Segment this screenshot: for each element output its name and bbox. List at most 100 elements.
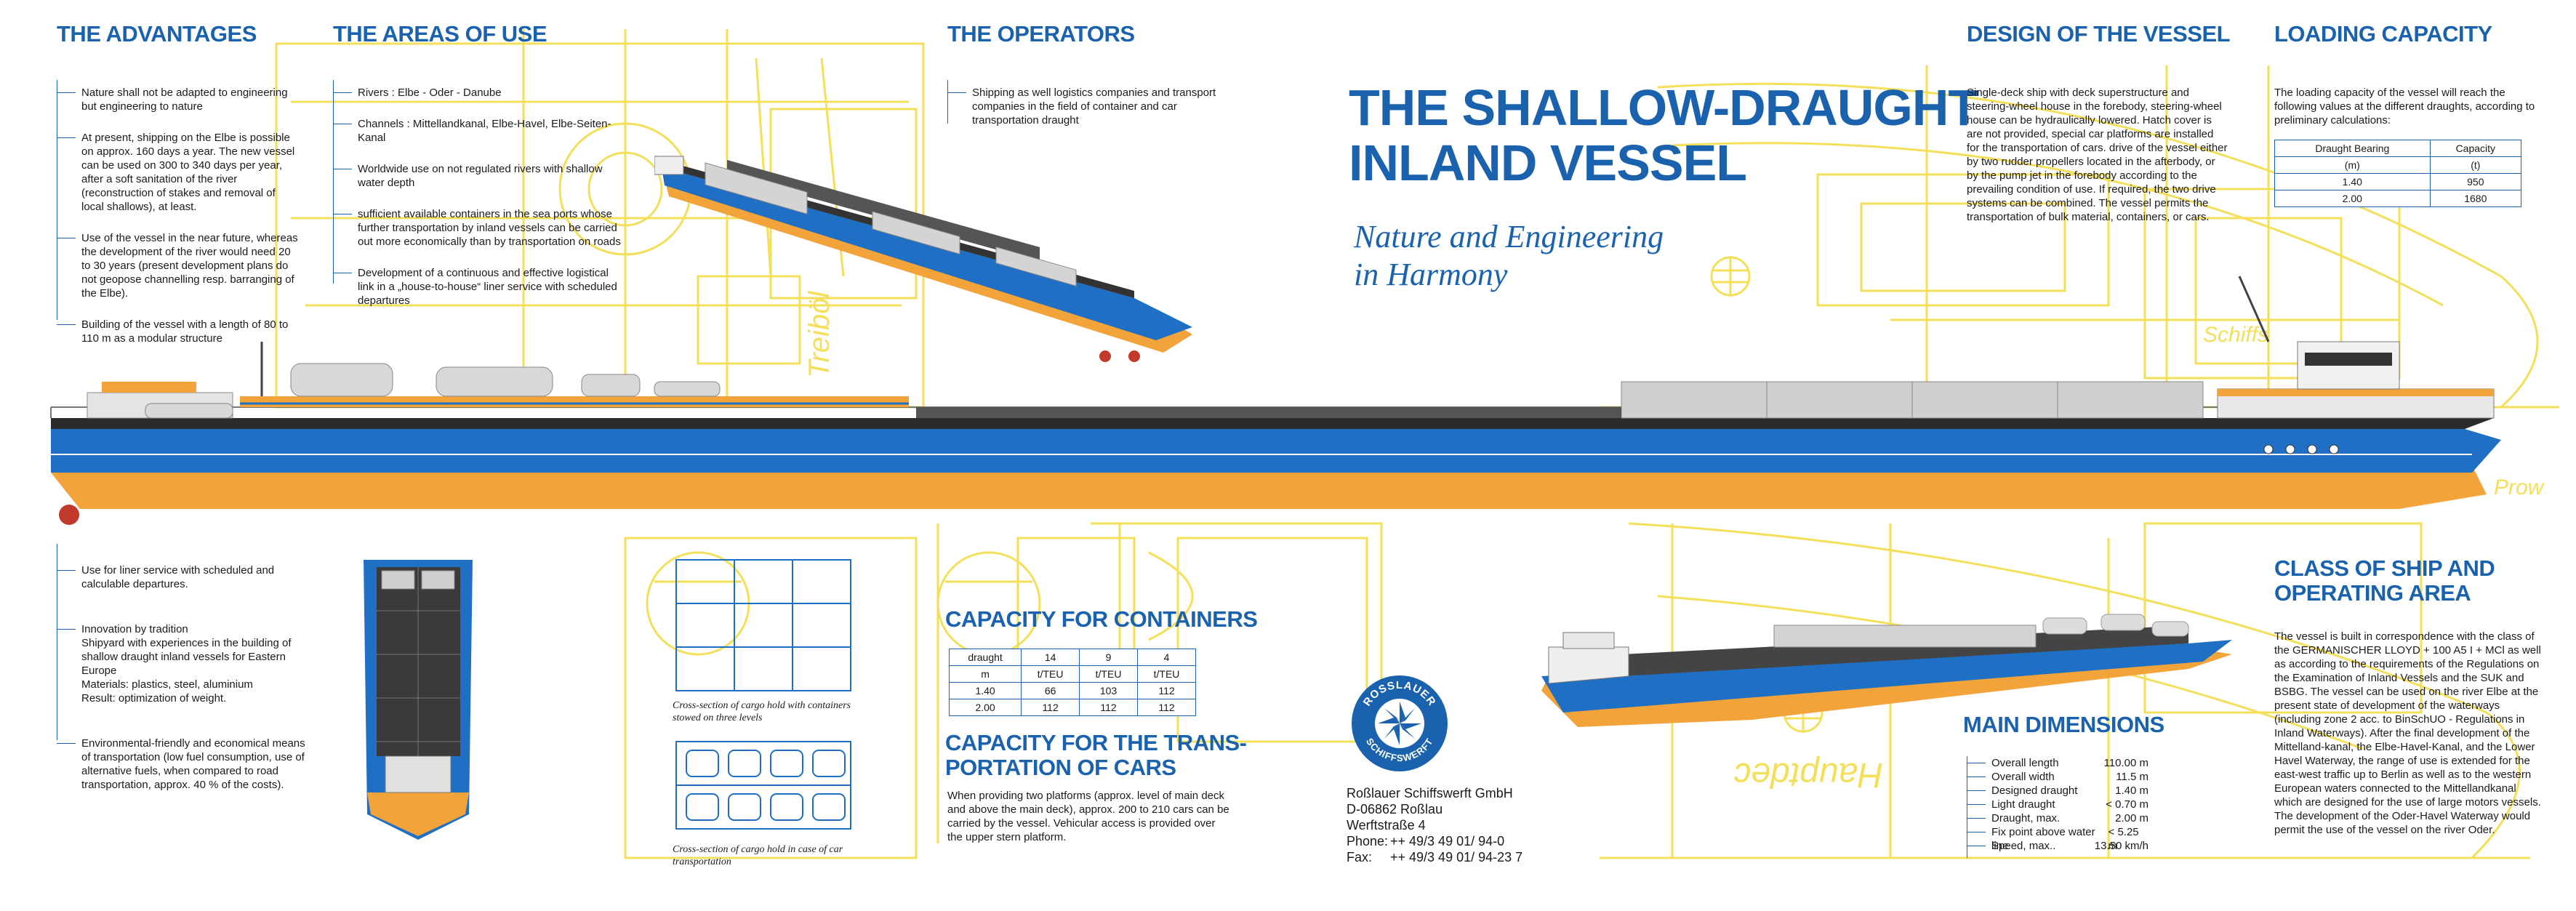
car-hold-section <box>675 741 851 830</box>
dimension-row: Speed, max..13.50 km/h <box>1967 839 2148 853</box>
blueprint-label-prow: Prow <box>2494 475 2545 499</box>
page-title: THE SHALLOW-DRAUGHT INLAND VESSEL <box>1349 80 1979 191</box>
advantage-item: Use of the vessel in the near future, wh… <box>57 231 300 300</box>
advantage-item: Environmental-friendly and economical me… <box>57 737 308 792</box>
loading-heading: LOADING CAPACITY <box>2274 21 2492 47</box>
dimension-label: Overall width <box>1991 771 2055 783</box>
table-row: m t/TEU t/TEU t/TEU <box>948 665 1196 683</box>
area-item: Worldwide use on not regulated rivers wi… <box>333 162 624 190</box>
dimension-label: Designed draught <box>1991 784 2078 797</box>
loading-col-draught: Draught Bearing <box>2274 140 2431 157</box>
loading-text: The loading capacity of the vessel will … <box>2274 87 2535 127</box>
phone-number: ++ 49/3 49 01/ 94-0 <box>1390 834 1505 848</box>
blueprint-label-schiffs: Schiffs <box>2203 323 2268 347</box>
advantage-item: Innovation by tradition Shipyard with ex… <box>57 622 308 705</box>
table-cell: 950 <box>2429 173 2522 190</box>
table-cell: 2.00 <box>948 699 1022 716</box>
subtitle-line-2: in Harmony <box>1354 257 1508 292</box>
blueprint-label-treibol: Treiböl <box>803 291 835 378</box>
table-cell: 112 <box>1079 699 1139 716</box>
loading-unit-draught: (m) <box>2274 156 2431 174</box>
class-heading-line-1: CLASS OF SHIP AND <box>2274 555 2495 581</box>
advantage-item: Building of the vessel with a length of … <box>57 318 300 345</box>
cars-heading-line-2: PORTATION OF CARS <box>945 755 1176 781</box>
company-street: Werftstraße 4 <box>1347 818 1426 832</box>
areas-list <box>333 80 625 284</box>
table-cell: 112 <box>1021 699 1080 716</box>
class-heading-line-2: OPERATING AREA <box>2274 580 2471 606</box>
table-cell: 1680 <box>2429 190 2522 207</box>
page-subtitle: Nature and Engineering in Harmony <box>1354 218 1664 294</box>
table-row: 2.00 1680 <box>2274 190 2522 207</box>
dimension-row: Fix point above water line < 5.25 m <box>1967 825 2148 852</box>
table-cell: 112 <box>1137 699 1196 716</box>
dimensions-list <box>1967 756 2149 858</box>
advantages-lower-list <box>57 544 308 740</box>
design-text: Single-deck ship with deck superstructur… <box>1967 87 2228 223</box>
table-cell: 1.40 <box>2274 173 2431 190</box>
fax-label: Fax: <box>1347 850 1373 864</box>
dimension-value: 11.5 m <box>2116 771 2148 783</box>
table-cell: 9 <box>1079 649 1139 666</box>
dimension-value: 110.00 m <box>2103 757 2148 769</box>
blueprint-label-hauptdec: Hauptdec <box>1734 755 1883 794</box>
dimension-value: < 0.70 m <box>2106 798 2148 811</box>
operators-list <box>947 80 1239 124</box>
table-cell: t/TEU <box>1021 665 1080 683</box>
table-row: 2.00 112 112 112 <box>948 699 1196 716</box>
company-logo: ROSSLAUER SCHIFFSWERFT <box>1352 675 1448 771</box>
dimension-row: Overall length 110.00 m <box>1967 756 2148 770</box>
container-hold-section <box>675 559 851 691</box>
class-heading: CLASS OF SHIP AND OPERATING AREA <box>2274 555 2495 606</box>
table-cell: 2.00 <box>2274 190 2431 207</box>
fax-number: ++ 49/3 49 01/ 94-23 7 <box>1390 850 1523 864</box>
phone-label: Phone: <box>1347 834 1389 848</box>
vessel-plan-view <box>364 560 473 840</box>
dimension-row: Designed draught 1.40 m <box>1967 784 2148 798</box>
advantages-list <box>57 80 301 320</box>
containers-table: draught 14 9 4 m t/TEU t/TEU t/TEU 1.40 … <box>948 649 1196 716</box>
subtitle-line-1: Nature and Engineering <box>1354 219 1664 254</box>
area-item: Development of a continuous and effectiv… <box>333 266 624 308</box>
table-cell: 112 <box>1137 682 1196 699</box>
design-heading: DESIGN OF THE VESSEL <box>1967 21 2231 47</box>
containers-heading: CAPACITY FOR CONTAINERS <box>945 606 1258 632</box>
title-line-2: INLAND VESSEL <box>1349 135 1747 191</box>
loading-unit-capacity: (t) <box>2429 156 2522 174</box>
dimension-row: Overall width 11.5 m <box>1967 770 2148 784</box>
company-contact: Roßlauer Schiffswerft GmbH D-06862 Roßla… <box>1347 785 1586 865</box>
operators-text: Shipping as well logistics companies and… <box>947 86 1238 127</box>
table-row: 1.40 950 <box>2274 173 2522 190</box>
dimension-value: 2.00 m <box>2115 812 2148 824</box>
operators-heading: THE OPERATORS <box>947 21 1135 47</box>
table-cell: t/TEU <box>1137 665 1196 683</box>
dimension-label: Overall length <box>1991 757 2059 769</box>
dimension-value: < 5.25 m <box>2108 826 2139 852</box>
dimension-row: Draught, max.2.00 m <box>1967 811 2148 825</box>
table-cell: 66 <box>1021 682 1080 699</box>
advantages-lower-items: Use for liner service with scheduled and… <box>57 550 308 823</box>
area-item: Channels : Mittellandkanal, Elbe-Havel, … <box>333 117 624 145</box>
dimensions-heading: MAIN DIMENSIONS <box>1963 712 2164 737</box>
advantage-item: Use for liner service with scheduled and… <box>57 563 308 591</box>
dimensions-table: Overall length 110.00 m Overall width 11.5… <box>1967 756 2148 853</box>
areas-items: Rivers : Elbe - Oder - Danube Channels :… <box>333 86 624 325</box>
table-cell: draught <box>948 649 1022 666</box>
advantages-heading: THE ADVANTAGES <box>57 21 257 47</box>
table-cell: 14 <box>1021 649 1080 666</box>
area-item: Rivers : Elbe - Oder - Danube <box>333 86 624 100</box>
table-row: draught 14 9 4 <box>948 649 1196 666</box>
dimension-value: 1.40 m <box>2115 784 2148 797</box>
dimension-label: Speed, max.. <box>1991 840 2056 852</box>
table-cell: 4 <box>1137 649 1196 666</box>
advantage-item: Nature shall not be adapted to engineeri… <box>57 86 300 113</box>
table-cell: 1.40 <box>948 682 1022 699</box>
advantages-items: Nature shall not be adapted to engineeri… <box>57 86 300 363</box>
cars-heading-line-1: CAPACITY FOR THE TRANS- <box>945 730 1247 755</box>
caption-container-hold: Cross-section of cargo hold with contain… <box>673 700 851 723</box>
table-cell: t/TEU <box>1079 665 1139 683</box>
vessel-perspective-bottom <box>1541 614 2232 727</box>
dimension-label: Fix point above water line <box>1991 826 2095 852</box>
loading-table: Draught Bearing Capacity (m) (t) 1.40 95… <box>2274 140 2522 207</box>
